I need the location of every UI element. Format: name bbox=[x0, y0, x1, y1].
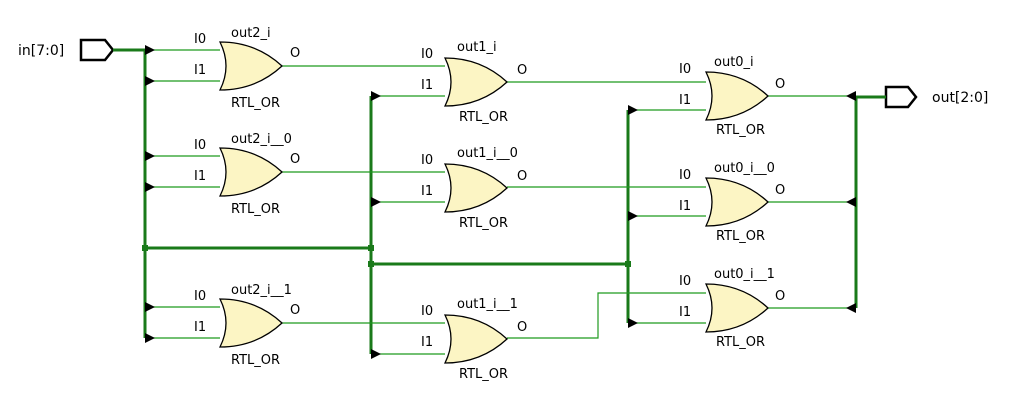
pin-i0-label: I0 bbox=[421, 153, 433, 168]
output-port[interactable]: out[2:0] bbox=[884, 85, 988, 109]
gate-type: RTL_OR bbox=[716, 335, 765, 350]
pin-i0-label: I0 bbox=[194, 138, 206, 153]
arrow-icon bbox=[145, 45, 155, 55]
pin-i0-label: I0 bbox=[679, 62, 691, 77]
gate-type: RTL_OR bbox=[716, 123, 765, 138]
pin-i1-label: I1 bbox=[194, 63, 206, 78]
pin-i1-label: I1 bbox=[194, 320, 206, 335]
gate-name: out1_i__1 bbox=[457, 297, 518, 312]
output-port-shape[interactable] bbox=[884, 85, 918, 109]
gate-type: RTL_OR bbox=[231, 202, 280, 217]
arrow-icon bbox=[371, 197, 381, 207]
pin-i0-label: I0 bbox=[679, 168, 691, 183]
gate-name: out0_i__1 bbox=[714, 267, 775, 282]
pin-i1-label: I1 bbox=[679, 305, 691, 320]
gate-out1-i-0[interactable]: out1_i__0 I0 I1 O RTL_OR bbox=[421, 146, 527, 231]
junction-dot bbox=[368, 261, 374, 267]
or-gate-icon[interactable] bbox=[444, 163, 508, 213]
gate-out2-i-1[interactable]: out2_i__1 I0 I1 O RTL_OR bbox=[194, 283, 300, 368]
pin-o-label: O bbox=[775, 183, 785, 198]
arrow-icon bbox=[846, 303, 856, 313]
arrow-icon bbox=[628, 105, 638, 115]
gate-out1-i-1[interactable]: out1_i__1 I0 I1 O RTL_OR bbox=[421, 297, 527, 382]
arrow-icon bbox=[846, 91, 856, 101]
junction-dot bbox=[142, 245, 148, 251]
gate-type: RTL_OR bbox=[459, 110, 508, 125]
gate-out0-i-0[interactable]: out0_i__0 I0 I1 O RTL_OR bbox=[679, 161, 785, 244]
gate-name: out2_i__1 bbox=[231, 283, 292, 298]
pin-i0-label: I0 bbox=[679, 274, 691, 289]
pin-o-label: O bbox=[290, 46, 300, 61]
arrow-icon bbox=[145, 333, 155, 343]
gate-out2-i-0[interactable]: out2_i__0 I0 I1 O RTL_OR bbox=[194, 132, 300, 217]
wire-out2-i1-in bbox=[145, 306, 220, 339]
junctions bbox=[142, 245, 631, 267]
gate-out0-i[interactable]: out0_i I0 I1 O RTL_OR bbox=[679, 55, 785, 138]
pin-i1-label: I1 bbox=[679, 199, 691, 214]
or-gate-icon[interactable] bbox=[444, 57, 508, 107]
pin-o-label: O bbox=[775, 77, 785, 92]
arrow-icon bbox=[628, 211, 638, 221]
or-gate-icon[interactable] bbox=[705, 177, 769, 227]
gate-type: RTL_OR bbox=[459, 216, 508, 231]
pin-o-label: O bbox=[517, 320, 527, 335]
gate-type: RTL_OR bbox=[716, 229, 765, 244]
pin-o-label: O bbox=[517, 169, 527, 184]
pin-i0-label: I0 bbox=[194, 289, 206, 304]
gate-name: out2_i bbox=[231, 26, 271, 41]
or-gate-icon[interactable] bbox=[219, 147, 283, 197]
junction-dot bbox=[625, 261, 631, 267]
or-gate-icon[interactable] bbox=[219, 298, 283, 348]
pin-o-label: O bbox=[775, 289, 785, 304]
signal-wires bbox=[145, 49, 856, 355]
junction-dot bbox=[368, 245, 374, 251]
pin-i1-label: I1 bbox=[421, 184, 433, 199]
gate-name: out0_i__0 bbox=[714, 161, 775, 176]
arrow-icon bbox=[145, 182, 155, 192]
gate-out0-i-1[interactable]: out0_i__1 I0 I1 O RTL_OR bbox=[679, 267, 785, 350]
gate-out2-i[interactable]: out2_i I0 I1 O RTL_OR bbox=[194, 26, 300, 111]
or-gate-icon[interactable] bbox=[705, 71, 769, 121]
output-bus bbox=[854, 95, 886, 308]
gate-type: RTL_OR bbox=[231, 96, 280, 111]
arrow-icon bbox=[145, 302, 155, 312]
input-port-shape[interactable] bbox=[79, 38, 115, 62]
or-gate-icon[interactable] bbox=[444, 314, 508, 364]
pin-i1-label: I1 bbox=[194, 169, 206, 184]
arrow-icon bbox=[846, 197, 856, 207]
arrow-icon bbox=[371, 91, 381, 101]
or-gate-icon[interactable] bbox=[705, 283, 769, 333]
pin-i1-label: I1 bbox=[679, 93, 691, 108]
wire-out2-i-in bbox=[145, 49, 220, 82]
arrow-icon bbox=[145, 76, 155, 86]
input-port-label: in[7:0] bbox=[18, 43, 64, 59]
arrow-icon bbox=[145, 151, 155, 161]
or-gate-icon[interactable] bbox=[219, 41, 283, 91]
wire-out1-i1-out bbox=[507, 292, 706, 339]
output-port-label: out[2:0] bbox=[932, 90, 988, 106]
pin-arrows bbox=[145, 45, 856, 359]
pin-o-label: O bbox=[290, 303, 300, 318]
arrow-icon bbox=[371, 349, 381, 359]
pin-o-label: O bbox=[290, 152, 300, 167]
pin-o-label: O bbox=[517, 63, 527, 78]
gate-type: RTL_OR bbox=[459, 367, 508, 382]
pin-i1-label: I1 bbox=[421, 335, 433, 350]
wire-out2-i0-in bbox=[145, 155, 220, 188]
gate-name: out0_i bbox=[714, 55, 754, 70]
pin-i1-label: I1 bbox=[421, 78, 433, 93]
gate-type: RTL_OR bbox=[231, 353, 280, 368]
gate-name: out1_i__0 bbox=[457, 146, 518, 161]
input-port[interactable]: in[7:0] bbox=[18, 38, 115, 62]
pin-i0-label: I0 bbox=[421, 304, 433, 319]
pin-i0-label: I0 bbox=[421, 47, 433, 62]
pin-i0-label: I0 bbox=[194, 32, 206, 47]
gate-name: out1_i bbox=[457, 40, 497, 55]
arrow-icon bbox=[628, 318, 638, 328]
gate-name: out2_i__0 bbox=[231, 132, 292, 147]
gate-out1-i[interactable]: out1_i I0 I1 O RTL_OR bbox=[421, 40, 527, 125]
